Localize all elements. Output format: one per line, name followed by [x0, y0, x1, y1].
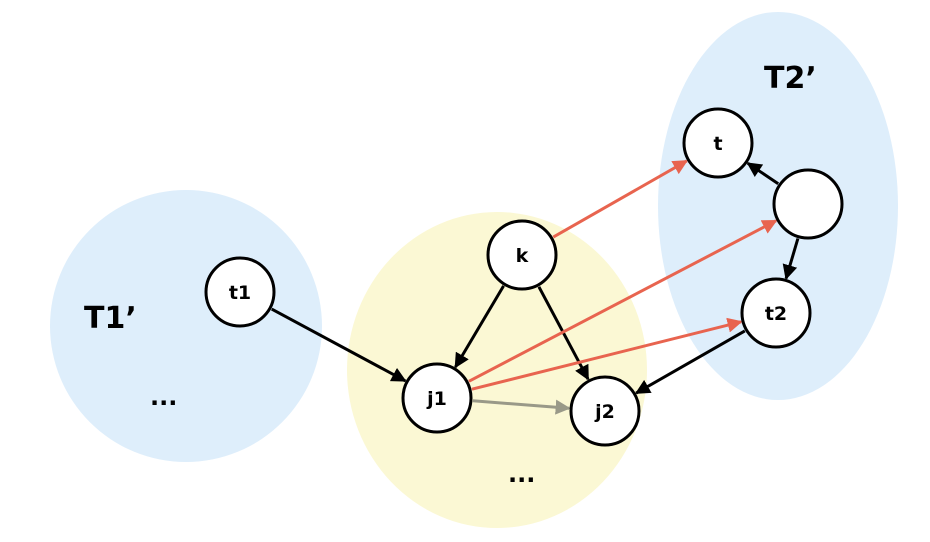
nodes-layer: t1 k j1 j2 t t2	[204, 107, 844, 447]
node-t: t	[682, 107, 754, 179]
node-circle	[740, 277, 812, 349]
node-label: j2	[594, 401, 615, 423]
node-j1: j1	[401, 362, 473, 434]
edge-j1-to-unnamed	[468, 219, 778, 383]
node-circle	[204, 256, 276, 328]
node-circle	[569, 375, 641, 447]
region-t1-prime	[50, 190, 322, 462]
node-circle	[401, 362, 473, 434]
node-label: k	[516, 245, 529, 267]
region-label-t2-prime: T2’	[764, 61, 817, 96]
node-label: t	[713, 133, 722, 155]
edge-t2-to-j2	[634, 329, 746, 395]
node-j2: j2	[569, 375, 641, 447]
edge-unnamed-to-t	[746, 161, 780, 186]
edge-j1-to-t2	[471, 317, 743, 391]
node-label: t2	[765, 303, 787, 325]
labels-layer: T1’ ... T2’ ...	[84, 61, 817, 488]
region-label-t1-prime: T1’	[84, 301, 137, 336]
edge-k-to-t	[552, 159, 689, 239]
node-t2: t2	[740, 277, 812, 349]
region-dots-t1-prime: ...	[150, 383, 177, 411]
node-t1: t1	[204, 256, 276, 328]
node-label: j1	[426, 388, 447, 410]
edges-layer	[270, 159, 800, 415]
node-circle	[486, 219, 558, 291]
region-middle	[347, 212, 647, 528]
region-dots-middle: ...	[508, 460, 535, 488]
node-circle	[682, 107, 754, 179]
node-k: k	[486, 219, 558, 291]
edge-j1-to-j2	[472, 399, 571, 415]
edge-unnamed-to-t2	[782, 238, 800, 280]
node-circle	[772, 168, 844, 240]
node-label: t1	[229, 282, 251, 304]
edge-k-to-j1	[454, 285, 505, 369]
node-unnamed	[772, 168, 844, 240]
edge-t1-to-j1	[270, 307, 407, 383]
